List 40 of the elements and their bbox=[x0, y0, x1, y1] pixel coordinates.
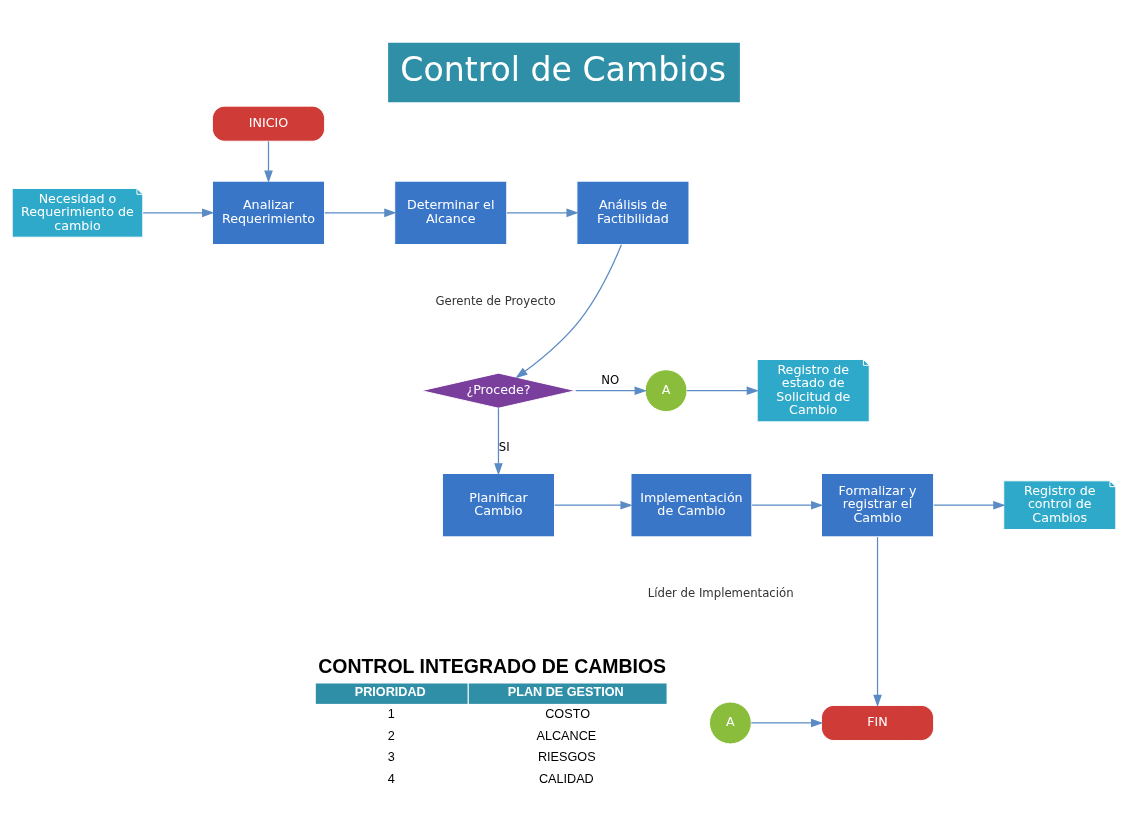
arrow bbox=[751, 500, 824, 510]
arrow bbox=[686, 386, 759, 395]
node-box: Planificar Cambio bbox=[441, 473, 555, 538]
arrow bbox=[554, 500, 633, 510]
node-box: FIN bbox=[821, 704, 935, 741]
node-box: Análisis de Factibilidad bbox=[576, 180, 690, 245]
arrow bbox=[324, 208, 397, 218]
edge-label: SI bbox=[498, 439, 510, 454]
arrow bbox=[515, 244, 623, 379]
label: RIESGOS bbox=[537, 750, 596, 765]
label: CONTROL INTEGRADO DE CAMBIOS bbox=[318, 655, 667, 678]
label: 3 bbox=[387, 750, 395, 765]
node-diamond: ¿Procede? bbox=[421, 372, 576, 409]
node-box: INICIO bbox=[211, 105, 325, 142]
edge-label: NO bbox=[601, 373, 620, 388]
label: Gerente de Proyecto bbox=[435, 294, 556, 309]
label: COSTO bbox=[545, 707, 591, 722]
arrow bbox=[575, 386, 647, 395]
label: 1 bbox=[387, 707, 395, 722]
arrow bbox=[933, 500, 1006, 510]
node-circle: A bbox=[644, 369, 688, 413]
diagram-title: Control de Cambios bbox=[400, 50, 726, 90]
arrow bbox=[873, 536, 882, 708]
arrow bbox=[264, 140, 273, 183]
label: Líder de Implementación bbox=[647, 586, 794, 601]
node-box: Formalizar y registrar el Cambio bbox=[821, 473, 935, 538]
label: ALCANCE bbox=[536, 728, 597, 743]
node-box: Analizar Requerimiento bbox=[211, 180, 325, 245]
arrow bbox=[494, 407, 503, 476]
label: 2 bbox=[387, 728, 395, 743]
label: PRIORIDAD bbox=[354, 685, 426, 700]
node-box: Implementación de Cambio bbox=[630, 473, 753, 538]
node-box: Determinar el Alcance bbox=[394, 180, 508, 245]
label: CALIDAD bbox=[538, 771, 594, 786]
arrow bbox=[506, 208, 579, 218]
arrow bbox=[142, 208, 215, 218]
label: 4 bbox=[387, 771, 395, 786]
label: PLAN DE GESTION bbox=[507, 685, 624, 700]
node-circle: A bbox=[708, 701, 752, 745]
arrow bbox=[750, 718, 824, 728]
